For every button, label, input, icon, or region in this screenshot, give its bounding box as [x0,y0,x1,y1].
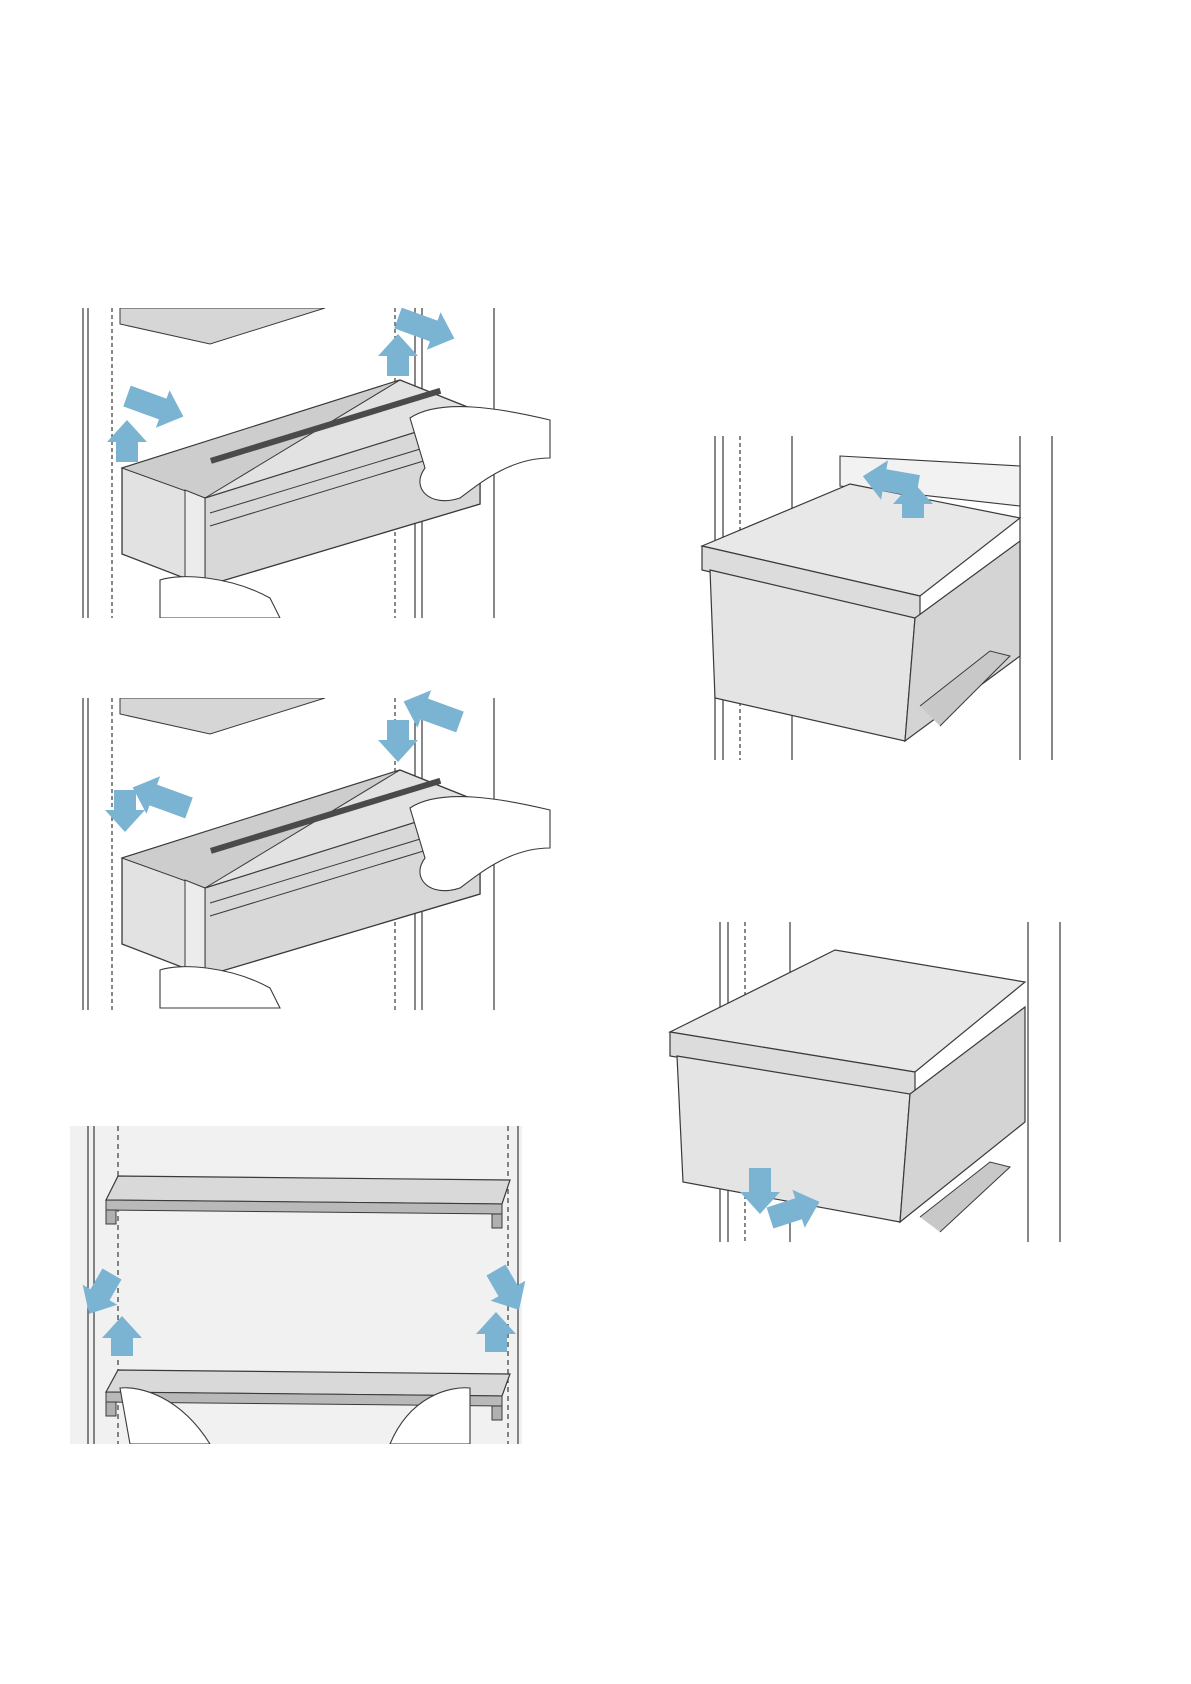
door-balcony-insert-illustration [80,698,560,1010]
door-balcony-remove-illustration [80,308,560,618]
freezer-drawer-insert-illustration [665,922,1070,1242]
freezer-drawer-remove-illustration [690,436,1062,760]
glass-shelf-illustration [70,1126,522,1444]
